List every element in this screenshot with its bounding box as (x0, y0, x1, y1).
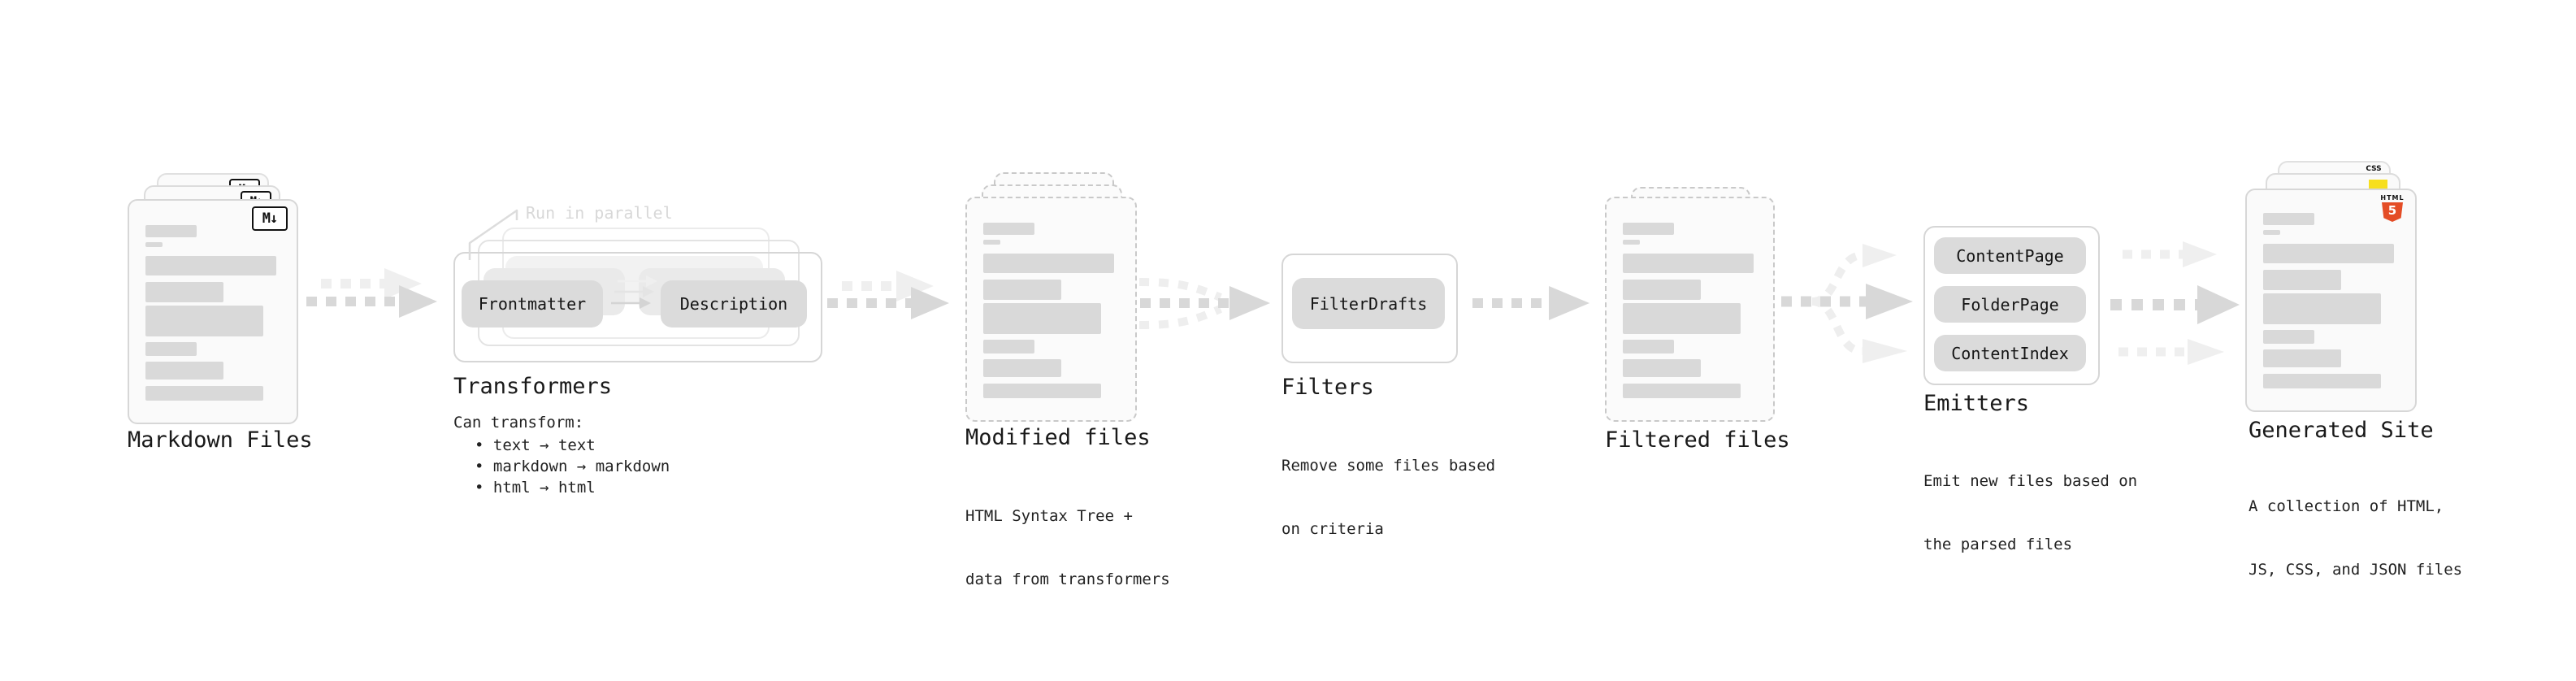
placeholder-bar (2263, 270, 2341, 290)
placeholder-bar (2263, 293, 2381, 324)
placeholder-bar (983, 280, 1061, 300)
modified-files-desc: HTML Syntax Tree + data from transformer… (965, 463, 1170, 611)
placeholder-bar (145, 256, 276, 275)
arrow-markdown-to-transformers (306, 268, 437, 318)
placeholder-bar (145, 225, 197, 237)
run-in-parallel-note: Run in parallel (526, 203, 673, 223)
placeholder-bar (145, 342, 197, 356)
filters-desc: Remove some files based on criteria (1281, 413, 1495, 561)
emitters-box (1923, 226, 2100, 385)
html5-label: HTML (2380, 194, 2405, 202)
placeholder-bar (145, 242, 163, 247)
contentindex-emitter-pill: ContentIndex (1934, 335, 2086, 371)
placeholder-bar (2263, 374, 2381, 388)
document-placeholder-lines (983, 223, 1114, 398)
placeholder-bar (1623, 240, 1640, 245)
generated-site-card-front: HTML 5 (2245, 189, 2417, 412)
placeholder-bar (983, 359, 1061, 377)
contentpage-emitter-pill: ContentPage (1934, 237, 2086, 274)
frontmatter-transformer-pill: Frontmatter (462, 280, 603, 327)
placeholder-bar (1623, 280, 1701, 300)
filters-box (1281, 254, 1458, 363)
modified-file-card-front (965, 197, 1137, 422)
document-placeholder-lines (2263, 213, 2394, 388)
placeholder-bar (2263, 244, 2394, 263)
placeholder-bar (2263, 330, 2314, 344)
desc-line: JS, CSS, and JSON files (2249, 561, 2463, 579)
arrow-modified-to-filters (1138, 278, 1270, 329)
placeholder-bar (983, 303, 1101, 334)
description-transformer-pill: Description (661, 280, 807, 327)
desc-line: HTML Syntax Tree + (965, 507, 1133, 525)
markdown-file-card-front: M↓ (128, 199, 298, 424)
desc-line: Emit new files based on (1923, 472, 2138, 490)
placeholder-bar (145, 386, 263, 401)
placeholder-bar (1623, 359, 1701, 377)
arrow-emitters-to-generated (2110, 241, 2240, 365)
placeholder-bar (983, 223, 1034, 235)
placeholder-bar (1623, 303, 1741, 334)
html5-number: 5 (2387, 203, 2397, 218)
pill-to-pill-arrow (611, 275, 657, 309)
placeholder-bar (2263, 213, 2314, 225)
placeholder-bar (1623, 254, 1754, 273)
transformer-box-front (453, 252, 822, 362)
desc-line: Remove some files based (1281, 457, 1496, 475)
emitters-desc: Emit new files based on the parsed files (1923, 428, 2137, 576)
transformers-bullet: • text → text (475, 436, 596, 454)
desc-line: on criteria (1281, 520, 1384, 538)
placeholder-bar (983, 340, 1034, 354)
transformers-bullet: • html → html (475, 479, 596, 497)
modified-files-label: Modified files (965, 425, 1151, 450)
placeholder-bar (1623, 223, 1674, 235)
run-in-parallel-leader-line (468, 209, 518, 260)
arrow-transformers-to-modified (827, 271, 949, 319)
javascript-icon (2369, 180, 2387, 190)
arrow-filters-to-filtered (1472, 286, 1589, 320)
generated-site-label: Generated Site (2249, 418, 2434, 443)
document-placeholder-lines (1623, 223, 1754, 398)
placeholder-bar (145, 282, 223, 302)
placeholder-bar (145, 306, 263, 336)
desc-line: data from transformers (965, 570, 1170, 588)
placeholder-bar (1623, 340, 1674, 354)
markdown-icon: M↓ (252, 206, 288, 231)
placeholder-bar (1623, 384, 1741, 398)
html5-icon: HTML 5 (2379, 194, 2406, 222)
transformers-bullet: • markdown → markdown (475, 458, 670, 475)
placeholder-bar (145, 362, 223, 380)
filtered-file-card-front (1605, 197, 1775, 422)
html5-shield: 5 (2382, 202, 2403, 222)
placeholder-bar (2263, 230, 2280, 235)
emitters-label: Emitters (1923, 391, 2030, 416)
generated-site-desc: A collection of HTML, JS, CSS, and JSON … (2249, 453, 2462, 601)
placeholder-bar (983, 240, 1000, 245)
desc-line: the parsed files (1923, 536, 2073, 553)
css-label: CSS (2366, 165, 2382, 173)
placeholder-bar (2263, 349, 2341, 367)
placeholder-bar (983, 384, 1101, 398)
document-placeholder-lines (145, 225, 276, 401)
filterdrafts-pill: FilterDrafts (1292, 278, 1445, 329)
markdown-files-label: Markdown Files (128, 427, 313, 453)
filtered-files-label: Filtered files (1605, 427, 1790, 453)
transformers-label: Transformers (453, 374, 613, 399)
filters-label: Filters (1281, 375, 1374, 400)
folderpage-emitter-pill: FolderPage (1934, 286, 2086, 323)
desc-line: A collection of HTML, (2249, 497, 2444, 515)
transformers-subheading: Can transform: (453, 414, 584, 432)
placeholder-bar (983, 254, 1114, 273)
arrow-filtered-to-emitters (1781, 244, 1913, 363)
